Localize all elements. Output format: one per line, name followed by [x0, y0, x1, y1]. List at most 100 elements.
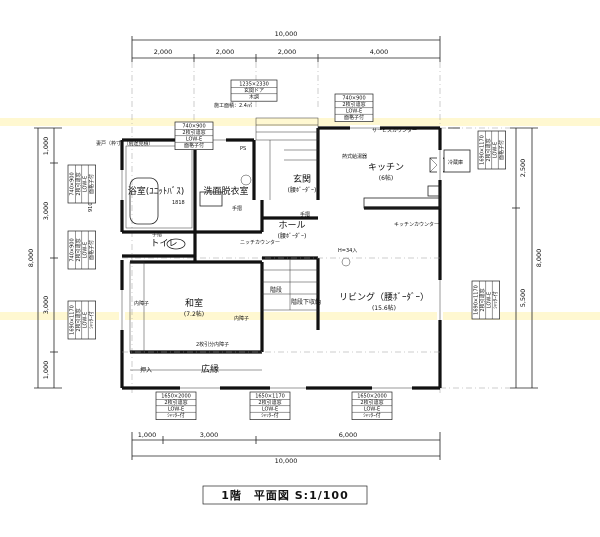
window-tag-line: LOW-E: [186, 136, 202, 142]
scan-band: [0, 118, 600, 126]
construction-area-note: 施工面積：2.4㎡: [214, 102, 252, 109]
window-tag-line: 2枚引違窓: [485, 138, 492, 161]
room-label-toilet: トイレ: [150, 239, 177, 249]
window-tag-line: 木調: [249, 93, 259, 100]
h34-note: H=34入: [338, 248, 357, 254]
bathtub: [129, 177, 159, 225]
bottom-dimension-1: 1,000: [138, 431, 157, 439]
bottom-total-dimension: 10,000: [275, 457, 298, 465]
window-tag-line: 面格子付: [344, 114, 364, 121]
window-tag-line: 740×900: [70, 238, 76, 261]
room-label-washitsu: 和室: [185, 297, 203, 309]
window-tag-line: 1650×2000: [357, 394, 387, 400]
window-tag-line: LOW-E: [82, 242, 88, 258]
window-tag-line: ｼｬｯﾀｰ付: [88, 311, 95, 329]
left-dimension-2: 3,000: [42, 202, 50, 221]
washitsu-size-label: (7.2帖): [184, 310, 204, 318]
window-tag-line: 2枚引違窓: [182, 129, 205, 136]
room-label-living: リビング（腰ﾎﾞｰﾀﾞｰ）: [339, 291, 429, 303]
sliding-note-3: 2枚引分内障子: [196, 341, 229, 348]
window-tag-line: 2枚引違窓: [75, 238, 82, 261]
right-total-dimension: 8,000: [535, 249, 543, 268]
window-tag-line: 740×900: [182, 124, 205, 130]
window-tag-box: [230, 79, 278, 102]
window-tag-line: 2枚引違窓: [164, 399, 187, 406]
window-tag-line: LOW-E: [364, 406, 380, 412]
toilet-bowl: [166, 238, 186, 250]
room-label-bath: 浴室(ﾕﾆｯﾄﾊﾞｽ): [128, 185, 185, 197]
oshiire-label: 押入: [140, 366, 152, 374]
left-dimension-3: 3,000: [42, 296, 50, 315]
window-tag-line: ｼｬｯﾀｰ付: [167, 412, 185, 419]
window-tag-line: ｼｬｯﾀｰ付: [363, 412, 381, 419]
top-dimension-lines: [131, 36, 441, 395]
room-label-entrance: 玄関: [293, 173, 311, 185]
fridge-note: 冷蔵庫: [448, 159, 463, 166]
window-tag-line: 2枚引違窓: [342, 101, 365, 108]
window-tag-line: 1650×2000: [161, 394, 191, 400]
stairs-label: 階段: [270, 286, 282, 294]
right-dimension-2: 5,500: [519, 289, 527, 308]
left-total-dimension: 8,000: [27, 249, 35, 268]
window-tag-line: 面格子付: [88, 240, 95, 260]
top-total-dimension: 10,000: [275, 30, 298, 38]
living-size-label: (15.6帖): [372, 304, 396, 312]
window-tag-line: 2枚引違窓: [75, 308, 82, 331]
window-tag-line: 2枚引違窓: [75, 172, 82, 195]
left-dimension-1: 1,000: [42, 137, 50, 156]
bath-size-label: 1818: [172, 200, 185, 206]
top-dimension-3: 2,000: [278, 48, 297, 56]
window-tag-line: 面格子付: [184, 142, 204, 149]
window-tag-line: LOW-E: [168, 406, 184, 412]
left-dimension-4: 1,000: [42, 361, 50, 380]
entrance-floor-label: (腰ﾎﾞｰﾀﾞｰ): [288, 187, 317, 194]
title-box: [202, 485, 368, 505]
room-label-kitchen: キッチン: [368, 162, 404, 173]
window-tag-line: 740×900: [70, 172, 76, 195]
right-dimension-1: 2,500: [519, 159, 527, 178]
soffit-note: 妻戸（枠寸）（別途見積）: [96, 140, 154, 147]
window-tag-line: LOW-E: [486, 292, 492, 308]
window-tag-line: 2枚引違窓: [258, 399, 281, 406]
window-tag-line: LOW-E: [492, 142, 498, 158]
bottom-dimension-2: 3,000: [200, 431, 219, 439]
bottom-dimension-lines: [131, 432, 441, 460]
window-tag-line: 面格子付: [498, 140, 505, 160]
top-dimension-4: 4,000: [370, 48, 389, 56]
window-tag-line: LOW-E: [82, 312, 88, 328]
window-tag-line: 1690×1170: [480, 135, 486, 165]
water-heater-note: 熱式給湯器: [342, 153, 367, 160]
kitchen-counter-note: キッチンカウンター: [394, 221, 439, 228]
room-label-hall: ホール: [278, 220, 305, 231]
room-label-engawa: 広縁: [201, 363, 219, 375]
window-tag-line: ｼｬｯﾀｰ付: [492, 291, 499, 309]
hall-floor-label: (腰ﾎﾞｰﾀﾞｰ): [278, 233, 307, 240]
window-tag-line: 玄関ドア: [244, 87, 264, 94]
window-tag-line: 2枚引違窓: [360, 399, 383, 406]
window-tag-line: LOW-E: [262, 406, 278, 412]
window-tag-line: LOW-E: [82, 176, 88, 192]
window-tag-line: ｼｬｯﾀｰ付: [261, 412, 279, 419]
sliding-note-1: 内障子: [134, 300, 149, 307]
dim-910-note: 910: [88, 202, 94, 212]
entry-steps: [255, 117, 319, 200]
window-tag-line: 1235×2330: [239, 82, 269, 88]
scan-band: [0, 312, 600, 320]
washing-machine: [240, 174, 252, 186]
understairs-label: 階段下収納: [291, 298, 321, 306]
window-tag-line: 1690×1170: [474, 285, 480, 315]
left-dimension-lines: [34, 127, 62, 389]
window-tag-line: 1650×1170: [255, 394, 285, 400]
handrail-note-1: 手摺: [232, 205, 242, 212]
window-tags: 1235×2330玄関ドア木調740×9002枚引違窓LOW-E面格子付740×…: [67, 79, 506, 420]
